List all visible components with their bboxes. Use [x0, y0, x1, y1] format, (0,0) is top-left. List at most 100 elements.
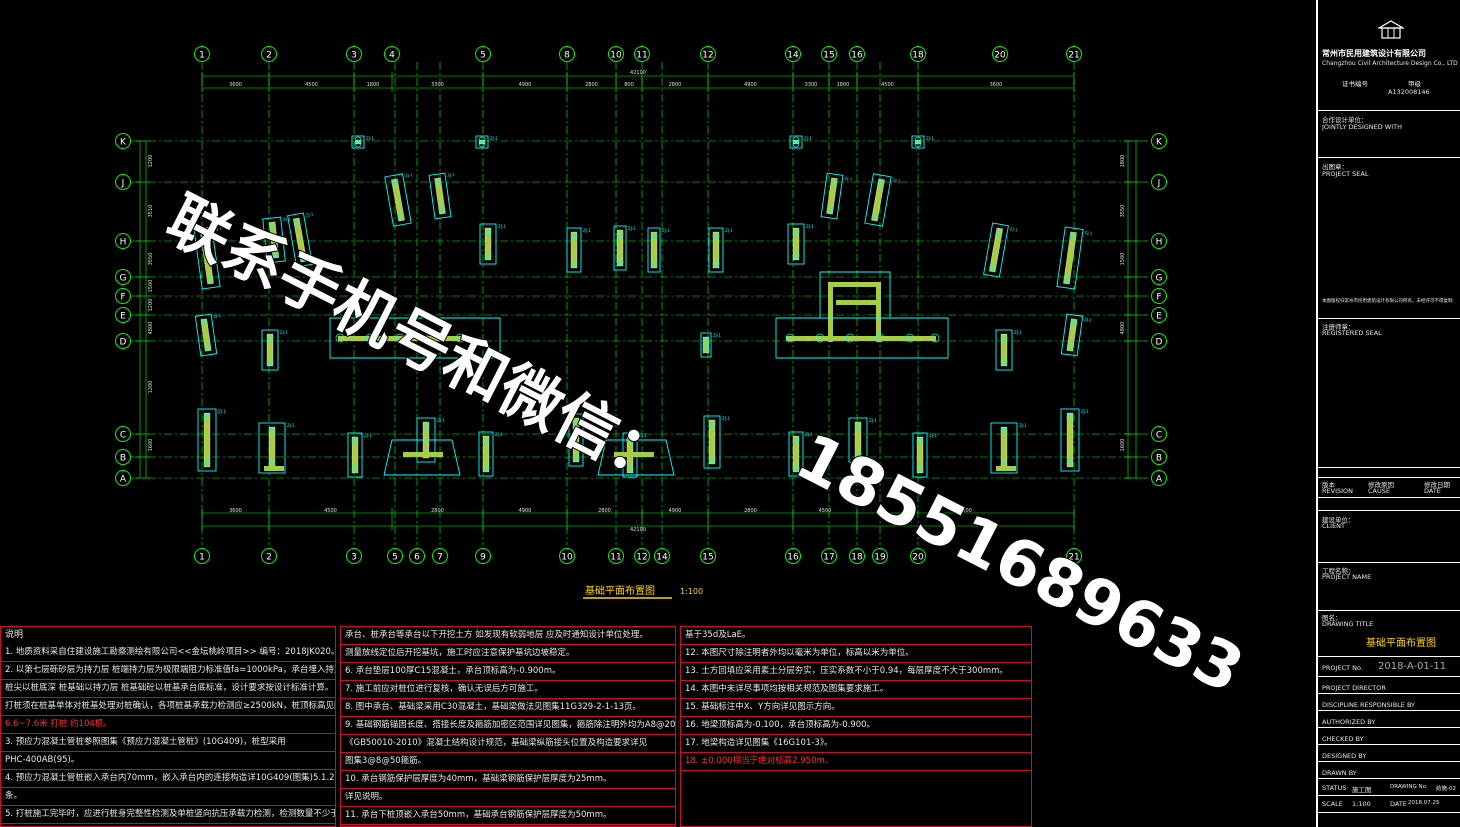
column-beam	[792, 435, 800, 473]
dimension-text: 4900	[519, 82, 532, 88]
pile-circle	[200, 232, 208, 240]
pile-circle	[989, 264, 997, 272]
pile-circle	[206, 276, 214, 284]
note-separator	[681, 698, 1031, 699]
note-line: 12. 本图尺寸除注明者外均以毫米为单位，标高以米为单位。	[685, 648, 914, 658]
note-line: 13. 土方回填应采用素土分层夯实，压实系数不小于0.94，每层厚度不大于300…	[685, 666, 1008, 676]
tb-divider	[1318, 795, 1460, 796]
pile-circle	[1069, 232, 1077, 240]
reg-seal-label: 注册师章：	[1322, 323, 1355, 331]
project-name-label: 工程名称：	[1322, 567, 1355, 575]
pile-circle	[351, 465, 359, 473]
pile-circle	[702, 337, 710, 345]
reg-seal-en: REGISTERED SEAL	[1322, 329, 1382, 337]
note-line: 15. 基础标注中X、Y方向详见图示方向。	[685, 702, 840, 712]
tb-divider	[1318, 562, 1460, 563]
dimension-text: 1600	[1120, 439, 1126, 452]
cert-number: A132008146	[1388, 88, 1430, 96]
note-separator	[341, 662, 675, 663]
pile-cap-outline	[990, 422, 1018, 474]
dimension-text: 4800	[148, 322, 154, 335]
pile-cap-label: ZJ-1	[218, 409, 226, 414]
pile-cap-label: ZJ-1	[280, 330, 288, 335]
dimension-text: 1500	[148, 280, 154, 293]
pile-cap-outline	[262, 216, 286, 264]
company-logo-icon	[1378, 20, 1404, 39]
axis-bubble	[115, 426, 131, 442]
pile-circle	[266, 358, 274, 366]
axis-bubble-label: J	[1157, 179, 1161, 189]
column-beam	[268, 221, 280, 259]
pile-cap-outline	[788, 431, 804, 477]
scale-label: SCALE	[1322, 800, 1343, 808]
pile-cap-label: ZJ-1	[1019, 423, 1027, 428]
pile-cap-label: ZJ-1	[213, 313, 222, 319]
pile-circle	[203, 459, 211, 467]
pile-circle	[293, 218, 301, 226]
pile-circle	[1066, 413, 1074, 421]
axis-bubble	[785, 548, 801, 564]
axis-bubble	[115, 233, 131, 249]
pile-cap-label: ZJ-1	[844, 176, 853, 182]
pile-cap-label: ZJ-1	[1081, 409, 1089, 414]
drawing-title-label: 图名：	[1322, 614, 1342, 622]
axis-bubble	[115, 307, 131, 323]
pile-cap: ZJ-1	[193, 226, 223, 290]
axis-bubble-label: 21	[1068, 51, 1079, 61]
axis-bubble	[1151, 233, 1167, 249]
pile-cap: ZJ-1	[258, 422, 295, 474]
pile-circle	[395, 333, 405, 343]
axis-bubble-label: C	[120, 431, 126, 441]
pile-circle	[626, 437, 634, 445]
tb-divider	[1318, 467, 1460, 468]
note-line: 《GB50010-2010》混凝土结构设计规范，基础梁纵筋接头位置及构造要求详见	[345, 738, 648, 748]
column-beam	[854, 421, 862, 459]
note-line: 条。	[5, 791, 23, 801]
pile-circle	[1066, 343, 1074, 351]
client-label: 建设单位：	[1322, 516, 1355, 524]
axis-bubble	[1151, 133, 1167, 149]
pile-cap-label: ZJ-1	[287, 423, 295, 428]
foundation-beam	[876, 282, 881, 342]
drawing-title: 基础平面布置图	[585, 584, 655, 597]
column-beam	[1066, 412, 1074, 468]
column-beam	[200, 231, 214, 285]
note-line: 8. 图中承台、基础梁采用C30混凝土，基础梁做法见图集11G329-2-1-1…	[345, 702, 642, 712]
pile-circle	[478, 136, 486, 144]
tb-divider	[1318, 610, 1460, 611]
axis-bubble	[194, 548, 210, 564]
pile-cap: ZJ-1	[983, 222, 1018, 278]
column-beam	[708, 419, 716, 465]
pile-circle	[365, 333, 375, 343]
project-name-en: PROJECT NAME	[1322, 573, 1372, 581]
pile-circle	[616, 230, 624, 238]
axis-bubble	[910, 46, 926, 62]
note-separator	[681, 752, 1031, 753]
pile-circle	[268, 427, 276, 435]
pile-cap-label: ZJ-1	[628, 226, 636, 231]
note-line: 1. 地质资料采自住建设施工勘察测绘有限公司<<金坛桃岭项目>> 编号：2018…	[5, 647, 336, 657]
column-beam	[616, 229, 624, 267]
pile-cap-outline	[287, 212, 313, 268]
axis-bubble-label: 9	[480, 553, 486, 563]
note-separator	[681, 644, 1031, 645]
pile-cap-label: ZJ-1	[639, 433, 647, 438]
pile-cap-outline	[983, 222, 1009, 278]
drawing-background	[0, 0, 1316, 625]
pile-circle	[200, 319, 208, 327]
axis-bubble-label: B	[1156, 454, 1162, 464]
column-beam	[916, 436, 924, 474]
dimension-text: 2800	[585, 82, 598, 88]
pile-cap-outline	[703, 415, 721, 469]
axis-bubble	[559, 46, 575, 62]
dimension-text: 2800	[744, 508, 757, 514]
note-line: 9. 基础钢筋锚固长度、搭接长度及箍筋加密区范围详见图集，箍筋除注明外均为A8@…	[345, 720, 676, 730]
axis-bubble	[384, 46, 400, 62]
pile-cap-outline	[647, 227, 661, 273]
date-label: 修改日期	[1424, 481, 1450, 489]
pile-circle	[854, 422, 862, 430]
axis-bubble-label: 11	[610, 553, 621, 563]
jointly-en: JOINTLY DESIGNED WITH	[1322, 123, 1403, 131]
